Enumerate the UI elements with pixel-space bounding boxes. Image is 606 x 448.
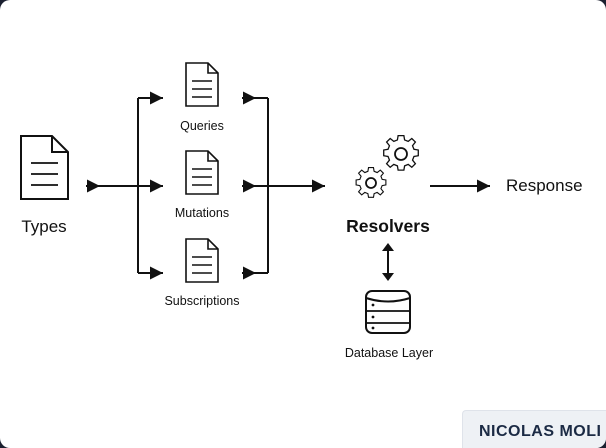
response-label: Response — [506, 176, 583, 195]
subscriptions-label: Subscriptions — [164, 294, 239, 308]
gears-icon — [355, 134, 419, 198]
subscriptions-document-icon — [185, 238, 219, 283]
mutations-label: Mutations — [175, 206, 229, 220]
author-badge: NICOLAS MOLI — [462, 410, 606, 448]
author-name: NICOLAS MOLI — [479, 423, 602, 440]
bidirectional-arrow — [382, 243, 394, 281]
types-document-icon — [20, 135, 69, 200]
mutations-document-icon — [185, 150, 219, 195]
queries-document-icon — [185, 62, 219, 107]
database-icon — [365, 290, 411, 334]
queries-label: Queries — [180, 119, 224, 133]
database-label: Database Layer — [345, 346, 433, 360]
resolvers-label: Resolvers — [346, 216, 430, 236]
types-label: Types — [21, 217, 66, 236]
